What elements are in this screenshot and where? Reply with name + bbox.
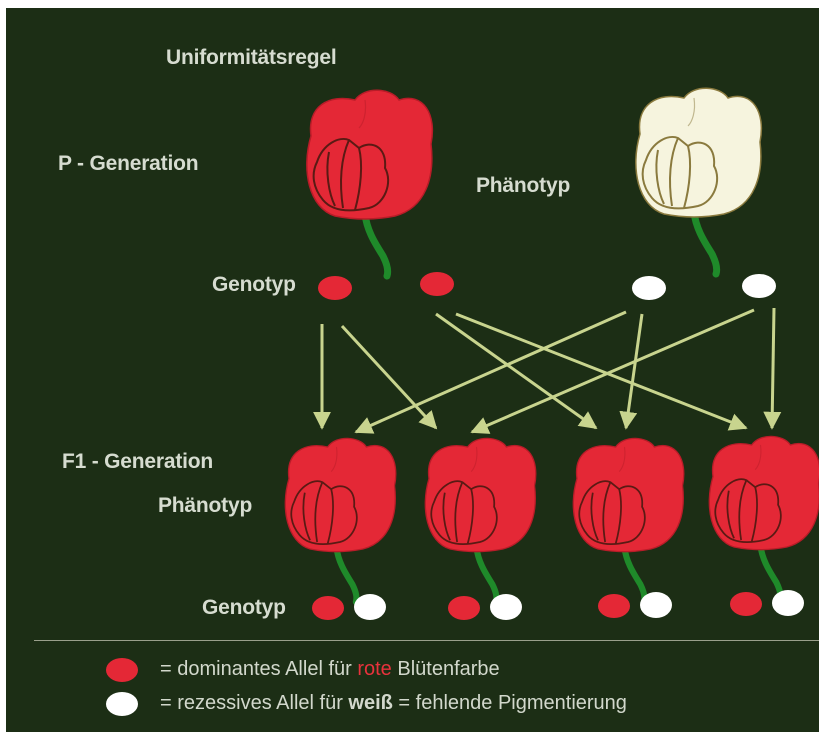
- p-red-flower: [307, 90, 433, 276]
- f1-genotype-label: Genotyp: [202, 596, 286, 619]
- arrow: [340, 324, 438, 430]
- p-red-allele: [318, 276, 352, 300]
- legend-recessive-text: = rezessives Allel für: [160, 692, 349, 714]
- arrow: [763, 307, 782, 430]
- legend-dominant-suffix: Blütenfarbe: [391, 658, 500, 680]
- f1-flower: [709, 436, 819, 599]
- p-white-flower: [636, 88, 762, 274]
- f1-phenotype-label: Phänotyp: [158, 494, 253, 517]
- f1-generation-label: F1 - Generation: [62, 450, 214, 473]
- diagram-graphics: [6, 8, 819, 732]
- p-white-allele: [742, 274, 776, 298]
- arrow: [455, 312, 748, 431]
- legend-divider: [34, 640, 819, 641]
- f1-red-allele: [312, 596, 344, 620]
- legend-recessive: = rezessives Allel für weiß = fehlende P…: [160, 692, 627, 715]
- f1-flower: [425, 438, 535, 601]
- arrow: [619, 313, 644, 430]
- f1-red-allele: [448, 596, 480, 620]
- f1-red-allele: [730, 592, 762, 616]
- f1-white-allele: [772, 590, 804, 616]
- arrow: [435, 312, 598, 430]
- arrows: [313, 307, 782, 434]
- f1-white-allele: [490, 594, 522, 620]
- legend-dominant: = dominantes Allel für rote Blütenfarbe: [160, 658, 500, 681]
- arrow: [354, 310, 627, 434]
- legend-recessive-suffix: = fehlende Pigmentierung: [392, 692, 627, 714]
- p-red-allele: [420, 272, 454, 296]
- legend-dominant-text: = dominantes Allel für: [160, 658, 358, 680]
- f1-red-allele: [598, 594, 630, 618]
- p-generation-label: P - Generation: [58, 152, 199, 175]
- legend-white-allele: [106, 692, 138, 716]
- diagram-title: Uniformitätsregel: [166, 46, 337, 69]
- p-white-allele: [632, 276, 666, 300]
- p-genotype-label: Genotyp: [212, 273, 296, 296]
- legend-dominant-color-word: rote: [357, 658, 392, 680]
- legend-recessive-color-word: weiß: [348, 692, 393, 714]
- f1-white-allele: [354, 594, 386, 620]
- f1-flower: [573, 438, 683, 601]
- f1-white-allele: [640, 592, 672, 618]
- p-phenotype-label: Phänotyp: [476, 174, 571, 197]
- diagram-board: Uniformitätsregel P - Generation Phänoty…: [6, 8, 819, 732]
- arrow: [470, 308, 755, 434]
- legend-red-allele: [106, 658, 138, 682]
- f1-flower: [285, 438, 395, 601]
